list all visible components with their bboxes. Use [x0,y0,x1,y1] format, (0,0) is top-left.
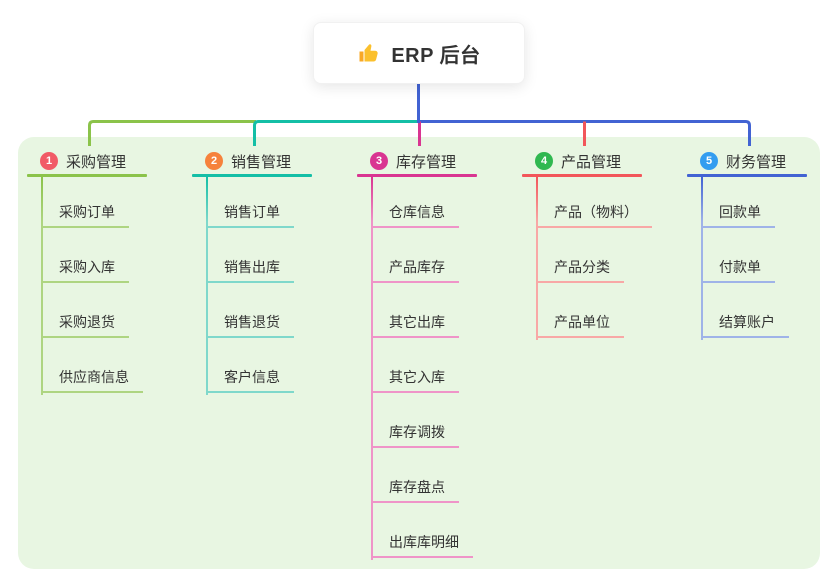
branch-label: 库存管理 [396,153,457,171]
branch-title-5[interactable]: 5 财务管理 [700,151,786,171]
mindmap-item[interactable]: 销售出库 [206,257,294,283]
mindmap-item[interactable]: 结算账户 [701,312,789,338]
branch-badge: 2 [205,152,223,170]
branch-treeline [701,177,703,340]
connector-branch-2 [253,120,420,146]
branch-badge: 3 [370,152,388,170]
branch-badge: 5 [700,152,718,170]
mindmap-item[interactable]: 采购订单 [41,202,129,228]
branch-underline [357,174,477,177]
mindmap-item[interactable]: 产品（物料） [536,202,652,228]
root-title: ERP 后台 [391,44,481,67]
branch-label: 采购管理 [66,153,127,171]
mindmap-item[interactable]: 付款单 [701,257,775,283]
branch-underline [687,174,807,177]
branch-title-1[interactable]: 1 采购管理 [40,151,126,171]
mindmap-item[interactable]: 库存盘点 [371,477,459,503]
mindmap-item[interactable]: 库存调拨 [371,422,459,448]
branch-label: 财务管理 [726,153,787,171]
connector-branch-1 [88,120,256,146]
branch-title-2[interactable]: 2 销售管理 [205,151,291,171]
mindmap-item[interactable]: 产品分类 [536,257,624,283]
branch-badge: 4 [535,152,553,170]
mindmap-item[interactable]: 产品库存 [371,257,459,283]
branch-treeline [206,177,208,395]
branch-badge: 1 [40,152,58,170]
mindmap-item[interactable]: 其它出库 [371,312,459,338]
branch-label: 产品管理 [561,153,622,171]
branch-underline [27,174,147,177]
branch-treeline [371,177,373,560]
mindmap-item[interactable]: 产品单位 [536,312,624,338]
mindmap-item[interactable]: 出库库明细 [371,532,473,558]
mindmap-item[interactable]: 采购入库 [41,257,129,283]
branch-title-3[interactable]: 3 库存管理 [370,151,456,171]
thumbs-up-icon [359,44,379,62]
branch-underline [192,174,312,177]
panel-background [18,137,820,569]
mindmap-item[interactable]: 其它入库 [371,367,459,393]
mindmap-item[interactable]: 销售退货 [206,312,294,338]
branch-treeline [536,177,538,340]
mindmap-item[interactable]: 采购退货 [41,312,129,338]
mindmap-item[interactable]: 销售订单 [206,202,294,228]
connector-branch-5 [419,120,751,146]
mindmap-item[interactable]: 供应商信息 [41,367,143,393]
branch-label: 销售管理 [231,153,292,171]
root-node[interactable]: ERP 后台 [313,22,525,84]
mindmap-item[interactable]: 仓库信息 [371,202,459,228]
mindmap-item[interactable]: 客户信息 [206,367,294,393]
mindmap-item[interactable]: 回款单 [701,202,775,228]
branch-treeline [41,177,43,395]
branch-underline [522,174,642,177]
branch-title-4[interactable]: 4 产品管理 [535,151,621,171]
